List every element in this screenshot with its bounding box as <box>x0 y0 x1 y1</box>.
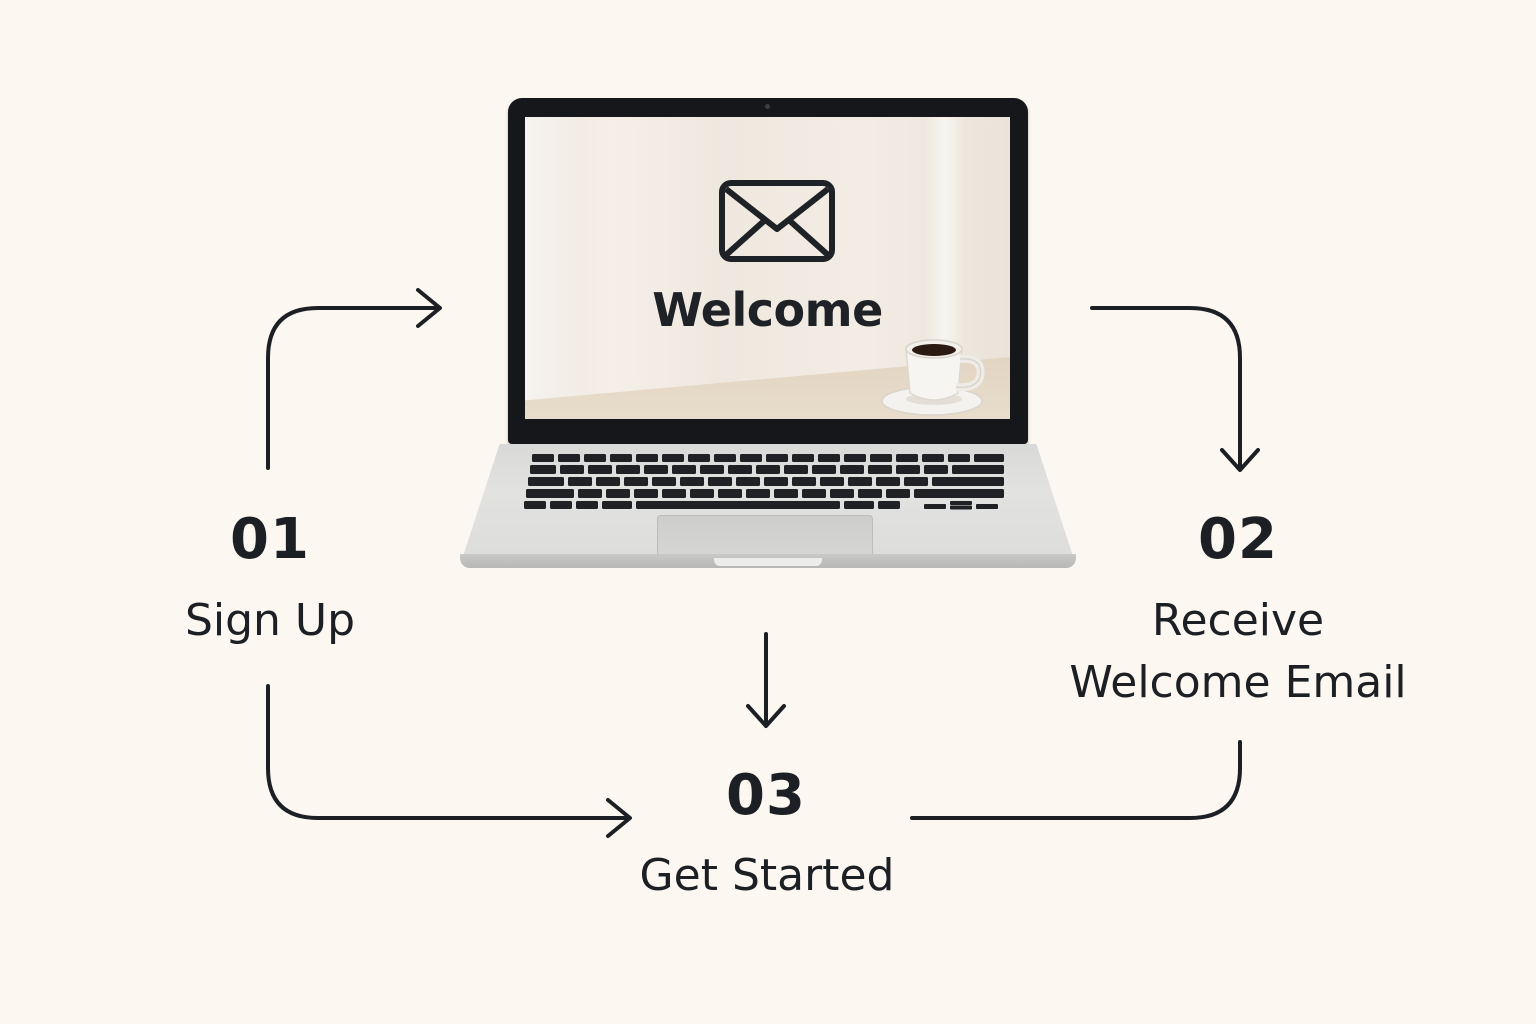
arrow-signup-to-laptop <box>266 306 440 470</box>
step-3-label: Get Started <box>639 850 895 901</box>
welcome-heading: Welcome <box>652 283 883 337</box>
keyboard-row-3 <box>528 477 1004 486</box>
arrowhead-laptop-to-email <box>1220 448 1260 472</box>
arrow-laptop-to-email <box>1090 306 1242 470</box>
keyboard-row-1 <box>532 454 1004 462</box>
step-3-number: 03 <box>726 763 806 828</box>
arrowhead-signup-to-laptop <box>416 288 442 328</box>
keyboard-row-4 <box>526 489 1004 498</box>
arrow-email-to-getstarted <box>910 740 1242 820</box>
keyboard-row-2 <box>530 465 1004 474</box>
keyboard <box>524 454 1004 510</box>
laptop-lid-notch <box>714 558 822 566</box>
screen-background-glow <box>925 117 965 357</box>
screen-background-light <box>525 117 585 419</box>
laptop-illustration: Welcome <box>460 98 1076 578</box>
arrowhead-signup-to-getstarted <box>606 798 632 838</box>
arrow-signup-to-getstarted <box>266 684 630 820</box>
keyboard-row-5 <box>524 501 998 510</box>
webcam <box>765 104 770 109</box>
coffee-cup-icon <box>881 339 985 416</box>
step-2-label-line-2: Welcome Email <box>1069 657 1407 708</box>
mail-envelope-icon <box>719 180 835 262</box>
laptop-screen-bezel: Welcome <box>508 98 1028 444</box>
step-2-number: 02 <box>1198 507 1278 572</box>
laptop-base <box>460 444 1076 574</box>
step-2-label-line-1: Receive <box>1151 595 1325 646</box>
laptop-screen: Welcome <box>525 117 1010 419</box>
step-1-label: Sign Up <box>184 595 356 646</box>
step-1-number: 01 <box>230 507 310 572</box>
trackpad <box>657 515 873 557</box>
arrowhead-laptop-to-getstarted <box>746 704 786 728</box>
